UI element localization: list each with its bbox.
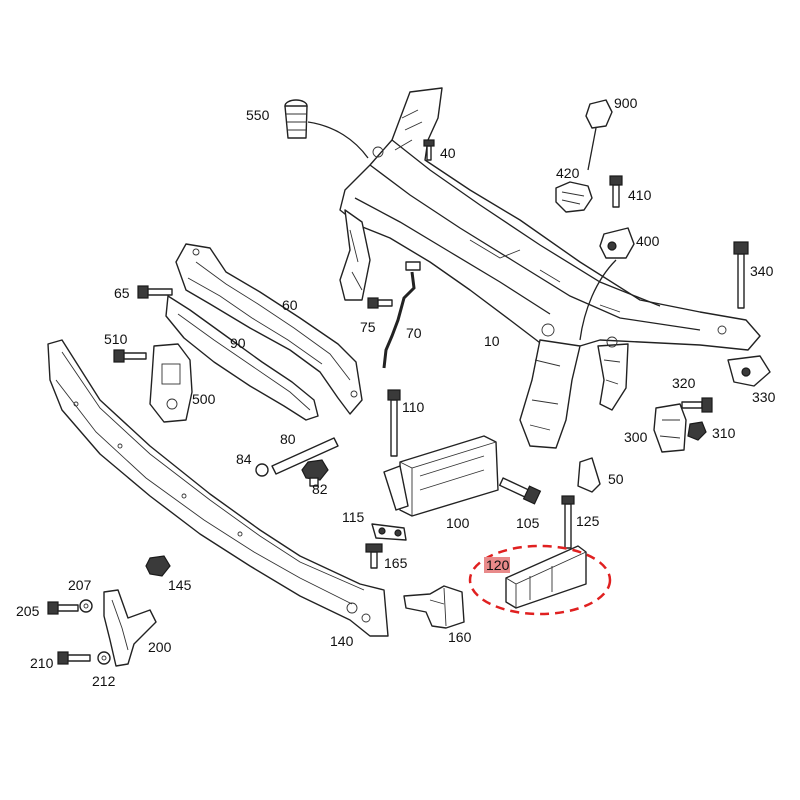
label-65: 65: [114, 285, 130, 301]
label-110: 110: [402, 399, 425, 415]
part-145-nut: [145, 555, 171, 577]
label-330: 330: [752, 389, 776, 405]
label-400: 400: [636, 233, 660, 249]
part-320-bolt: [681, 397, 713, 413]
label-500: 500: [192, 391, 216, 407]
part-212-washer: [97, 651, 111, 665]
label-420: 420: [556, 165, 580, 181]
label-207: 207: [68, 577, 92, 593]
part-75-bolt: [367, 297, 393, 309]
label-900: 900: [614, 95, 638, 111]
label-40: 40: [440, 145, 456, 161]
part-410-bolt: [609, 175, 623, 208]
part-900-clip: [585, 99, 613, 129]
label-120: 120: [486, 557, 510, 573]
label-200: 200: [148, 639, 172, 655]
label-100: 100: [446, 515, 470, 531]
label-320: 320: [672, 375, 696, 391]
part-300-bracket: [653, 403, 687, 453]
part-10-front-frame: [339, 87, 761, 449]
part-207-washer: [79, 599, 93, 613]
label-145: 145: [168, 577, 192, 593]
label-80: 80: [280, 431, 296, 447]
leader-900: [587, 127, 597, 171]
part-65-bolt: [137, 285, 173, 299]
part-205-bolt: [47, 601, 79, 615]
label-160: 160: [448, 629, 472, 645]
label-165: 165: [384, 555, 408, 571]
label-140: 140: [330, 633, 354, 649]
label-10: 10: [484, 333, 500, 349]
label-82: 82: [312, 481, 328, 497]
label-75: 75: [360, 319, 376, 335]
part-330-bracket: [727, 355, 771, 387]
label-340: 340: [750, 263, 774, 279]
part-84-washer: [255, 463, 269, 477]
label-70: 70: [406, 325, 422, 341]
part-105-bolt: [499, 477, 542, 505]
part-400-bracket: [599, 227, 635, 259]
part-340-long-bolt: [733, 241, 749, 309]
part-120-crash-box: [505, 545, 587, 609]
part-160-bracket: [403, 585, 465, 629]
part-310-nut: [687, 421, 707, 441]
part-115-plate: [371, 523, 407, 541]
part-70-rod: [382, 261, 421, 369]
part-420-sensor-bracket: [555, 181, 593, 213]
label-50: 50: [608, 471, 624, 487]
part-60-upper-carrier: [175, 243, 363, 415]
label-115: 115: [342, 509, 365, 525]
label-125: 125: [576, 513, 600, 529]
part-80-pin: [271, 437, 339, 475]
part-140-bumper-beam: [47, 339, 389, 637]
leader-400: [579, 259, 617, 341]
label-84: 84: [236, 451, 252, 467]
part-210-bolt: [57, 651, 91, 665]
label-510: 510: [104, 331, 128, 347]
label-212: 212: [92, 673, 116, 689]
label-210: 210: [30, 655, 54, 671]
highlight-tag: [484, 557, 510, 573]
part-labels: 550 900 40 420 410 400 340 65 60 75 70 1…: [16, 95, 776, 689]
label-90: 90: [230, 335, 246, 351]
label-205: 205: [16, 603, 40, 619]
label-550: 550: [246, 107, 270, 123]
label-410: 410: [628, 187, 652, 203]
part-90-lower-carrier: [165, 295, 319, 421]
part-550-rubber-buffer: [284, 99, 369, 159]
part-165-bolt: [365, 543, 383, 569]
label-105: 105: [516, 515, 540, 531]
part-510-bolt: [113, 349, 147, 363]
part-82-nut: [301, 459, 329, 487]
label-60: 60: [282, 297, 298, 313]
part-110-long-bolt: [387, 389, 401, 457]
part-40-screw: [423, 139, 435, 161]
part-200-bracket: [103, 589, 157, 667]
part-500-bracket: [149, 343, 193, 423]
label-300: 300: [624, 429, 648, 445]
highlight-ring: [468, 544, 612, 616]
part-50-bracket: [577, 457, 601, 493]
label-310: 310: [712, 425, 736, 441]
part-125-bolt: [561, 495, 575, 549]
part-100-housing: [383, 435, 499, 517]
